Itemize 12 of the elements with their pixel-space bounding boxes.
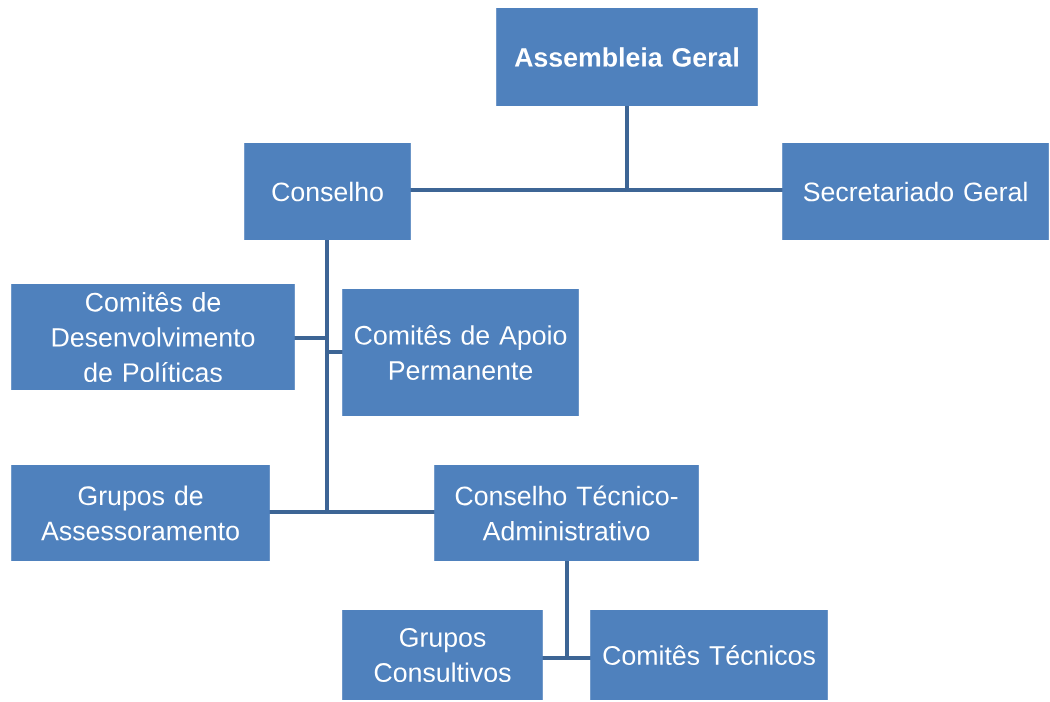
org-box: Comitês de Desenvolvimento de Políticas (11, 284, 295, 390)
org-box: Grupos Consultivos (342, 610, 543, 700)
org-box: Conselho (244, 143, 411, 240)
org-box: Grupos de Assessoramento (11, 465, 270, 561)
org-box: Comitês de Apoio Permanente (342, 289, 579, 416)
org-box: Comitês Técnicos (590, 610, 828, 700)
connector-line (625, 106, 783, 192)
connector-line (325, 240, 435, 514)
org-box: Conselho Técnico-Administrativo (434, 465, 699, 561)
org-box: Assembleia Geral (496, 8, 758, 106)
connector-line (565, 561, 591, 660)
org-box: Secretariado Geral (782, 143, 1049, 240)
